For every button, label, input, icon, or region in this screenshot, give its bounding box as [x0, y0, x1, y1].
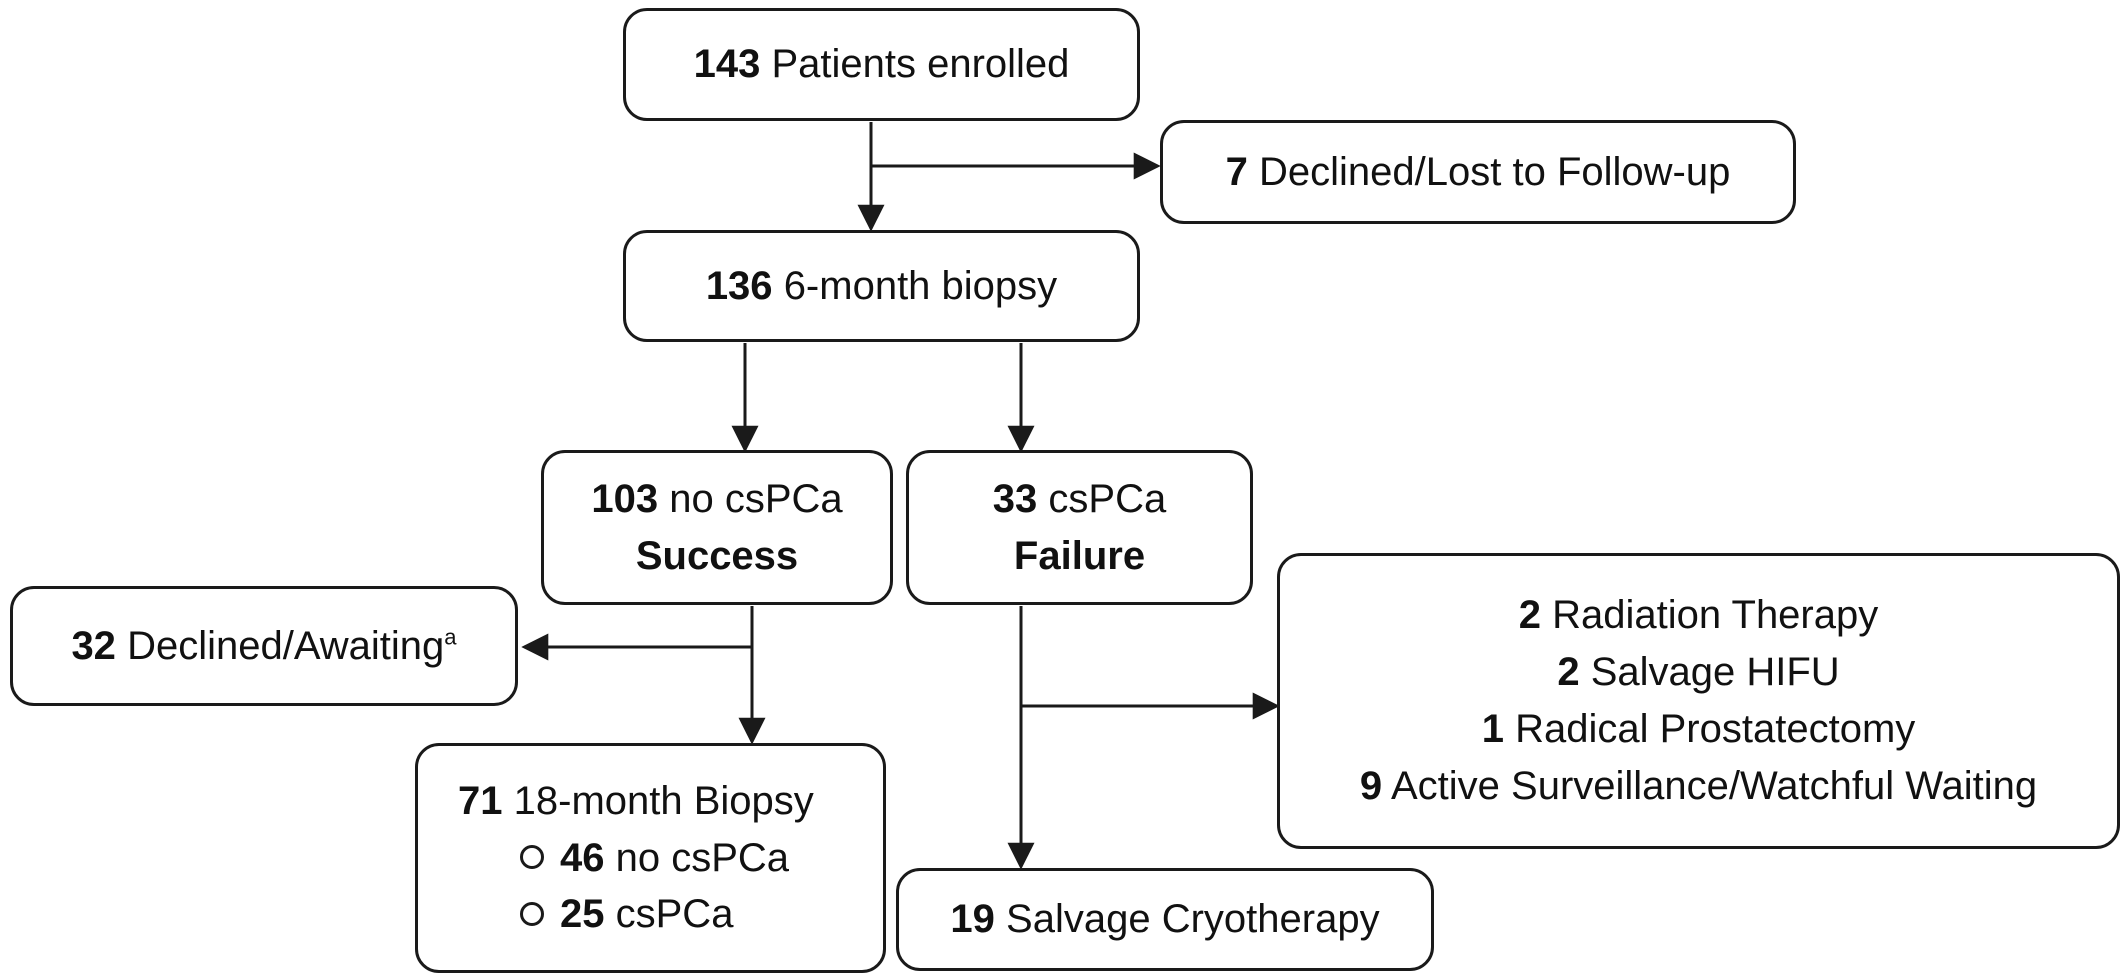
treatment-item: 2 Radiation Therapy: [1519, 587, 1879, 644]
declined-awaiting-box: 32 Declined/Awaitinga: [10, 586, 518, 706]
result-label: no csPCa: [615, 835, 790, 880]
six-month-text: 136 6-month biopsy: [706, 258, 1057, 315]
six-month-biopsy-box: 136 6-month biopsy: [623, 230, 1140, 342]
treatment-count: 2: [1557, 650, 1580, 695]
treatment-label: Salvage HIFU: [1590, 650, 1840, 695]
no-cspca-label: no csPCa: [669, 476, 843, 521]
declined-lost-text: 7 Declined/Lost to Follow-up: [1226, 144, 1731, 201]
eighteen-month-biopsy-box: 71 18-month Biopsy 46 no csPCa 25 csPCa: [415, 743, 886, 973]
six-month-count: 136: [705, 263, 773, 308]
eighteen-month-label: 18-month Biopsy: [513, 778, 814, 823]
declined-lost-box: 7 Declined/Lost to Follow-up: [1160, 120, 1796, 224]
treatment-item: 2 Salvage HIFU: [1557, 644, 1839, 701]
treatment-item: 1 Radical Prostatectomy: [1482, 701, 1916, 758]
cspca-text: 33 csPCa: [993, 471, 1166, 528]
cspca-failure-box: 33 csPCa Failure: [906, 450, 1253, 605]
cspca-label: csPCa: [1048, 476, 1167, 521]
enrolled-text: 143 Patients enrolled: [694, 36, 1070, 93]
treatment-label: Active Surveillance/Watchful Waiting: [1390, 763, 2038, 808]
no-cspca-text: 103 no csPCa: [591, 471, 842, 528]
result-item: 46 no csPCa: [458, 830, 789, 887]
treatment-count: 9: [1359, 763, 1383, 808]
circle-bullet-icon: [520, 901, 544, 926]
declined-lost-label: Declined/Lost to Follow-up: [1259, 149, 1731, 194]
declined-awaiting-label: Declined/Awaiting: [127, 623, 445, 668]
treatments-box: 2 Radiation Therapy 2 Salvage HIFU 1 Rad…: [1277, 553, 2120, 849]
salvage-cryo-label: Salvage Cryotherapy: [1006, 897, 1380, 942]
salvage-cryo-text: 19 Salvage Cryotherapy: [950, 891, 1379, 948]
circle-bullet-icon: [520, 845, 544, 870]
treatment-label: Radiation Therapy: [1552, 593, 1879, 638]
enrolled-box: 143 Patients enrolled: [623, 8, 1140, 121]
eighteen-month-count: 71: [458, 778, 503, 823]
treatment-label: Radical Prostatectomy: [1515, 707, 1916, 751]
result-count: 25: [560, 892, 605, 937]
salvage-cryo-count: 19: [950, 897, 995, 942]
result-label: csPCa: [615, 892, 734, 937]
success-label: Success: [635, 533, 799, 578]
declined-awaiting-text: 32 Declined/Awaitinga: [71, 618, 456, 675]
no-cspca-success-box: 103 no csPCa Success: [541, 450, 893, 605]
treatment-count: 1: [1481, 707, 1504, 751]
enrolled-count: 143: [693, 42, 761, 87]
no-cspca-count: 103: [591, 476, 659, 521]
treatment-item: 9 Active Surveillance/Watchful Waiting: [1360, 758, 2037, 815]
result-count: 46: [560, 835, 605, 880]
declined-awaiting-count: 32: [71, 623, 116, 668]
failure-label: Failure: [1013, 533, 1146, 578]
result-item: 25 csPCa: [458, 886, 733, 943]
enrolled-label: Patients enrolled: [771, 42, 1070, 87]
salvage-cryotherapy-box: 19 Salvage Cryotherapy: [896, 868, 1434, 971]
cspca-count: 33: [992, 476, 1038, 521]
treatment-count: 2: [1518, 593, 1541, 638]
footnote-marker: a: [444, 624, 457, 650]
six-month-label: 6-month biopsy: [783, 263, 1058, 308]
declined-lost-count: 7: [1225, 149, 1248, 194]
eighteen-month-text: 71 18-month Biopsy: [458, 773, 814, 830]
